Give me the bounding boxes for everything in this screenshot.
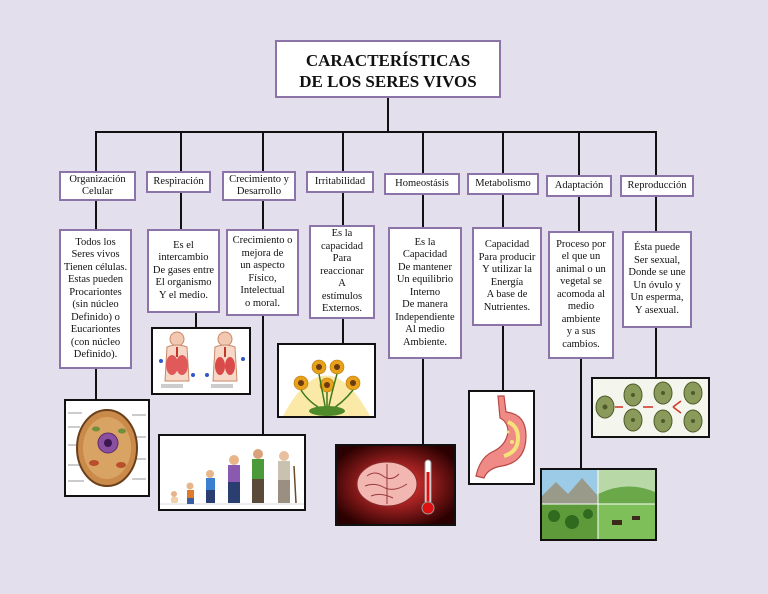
pic-link-reproduccion [655, 327, 657, 377]
category-adaptacion: Adaptación [546, 175, 612, 197]
drop-homeostasis [422, 131, 424, 173]
brain-thermometer-image [335, 444, 456, 526]
category-organizacion: Organización Celular [59, 171, 136, 201]
category-reproduccion: Reproducción [620, 175, 694, 197]
description-reproduccion: Ésta puede Ser sexual, Donde se une Un ó… [622, 231, 692, 328]
title-line-2: DE LOS SERES VIVOS [299, 72, 477, 91]
sunflowers-image [277, 343, 376, 418]
category-irritabilidad: Irritabilidad [306, 171, 374, 193]
drop-organizacion [95, 131, 97, 171]
link-irritabilidad [342, 193, 344, 225]
description-adaptacion: Proceso por el que un animal o un vegeta… [548, 231, 614, 359]
drop-irritabilidad [342, 131, 344, 171]
pic-link-crecimiento [262, 315, 264, 435]
cell-division-image [591, 377, 710, 438]
description-respiracion: Es el intercambio De gases entre El orga… [147, 229, 220, 313]
category-homeostasis: Homeostásis [384, 173, 460, 195]
stomach-image [468, 390, 535, 485]
pic-link-irritabilidad [342, 318, 344, 344]
description-irritabilidad: Es la capacidad Para reaccionar A estímu… [309, 225, 375, 319]
description-homeostasis: Es la Capacidad De mantener Un equilibri… [388, 227, 462, 359]
pic-link-respiracion [195, 312, 197, 328]
cell-diagram-image [64, 399, 150, 497]
drop-respiracion [180, 131, 182, 171]
link-metabolismo [502, 195, 504, 227]
main-branch [95, 131, 657, 133]
link-reproduccion [655, 197, 657, 231]
link-homeostasis [422, 195, 424, 227]
title-line-1: CARACTERÍSTICAS [305, 51, 471, 70]
drop-metabolismo [502, 131, 504, 173]
link-crecimiento [262, 200, 264, 230]
link-organizacion [95, 200, 97, 230]
category-crecimiento: Crecimiento y Desarrollo [222, 171, 296, 201]
description-crecimiento: Crecimiento o mejora de un aspecto Físic… [226, 229, 299, 316]
breathing-lungs-image [151, 327, 251, 395]
pic-link-organizacion [95, 368, 97, 400]
main-title: CARACTERÍSTICAS DE LOS SERES VIVOS [275, 40, 501, 98]
pic-link-homeostasis [422, 358, 424, 444]
link-adaptacion [578, 197, 580, 231]
category-respiracion: Respiración [146, 171, 211, 193]
ecosystem-landscape-image [540, 468, 657, 541]
description-organizacion: Todos los Seres vivos Tienen células. Es… [59, 229, 132, 369]
drop-reproduccion [655, 131, 657, 175]
human-growth-image [158, 434, 306, 511]
pic-link-metabolismo [502, 325, 504, 390]
pic-link-adaptacion [580, 358, 582, 468]
description-metabolismo: Capacidad Para producir Y utilizar la En… [472, 227, 542, 326]
drop-crecimiento [262, 131, 264, 171]
drop-adaptacion [578, 131, 580, 175]
title-stem [387, 98, 389, 132]
link-respiracion [180, 193, 182, 229]
category-metabolismo: Metabolismo [467, 173, 539, 195]
